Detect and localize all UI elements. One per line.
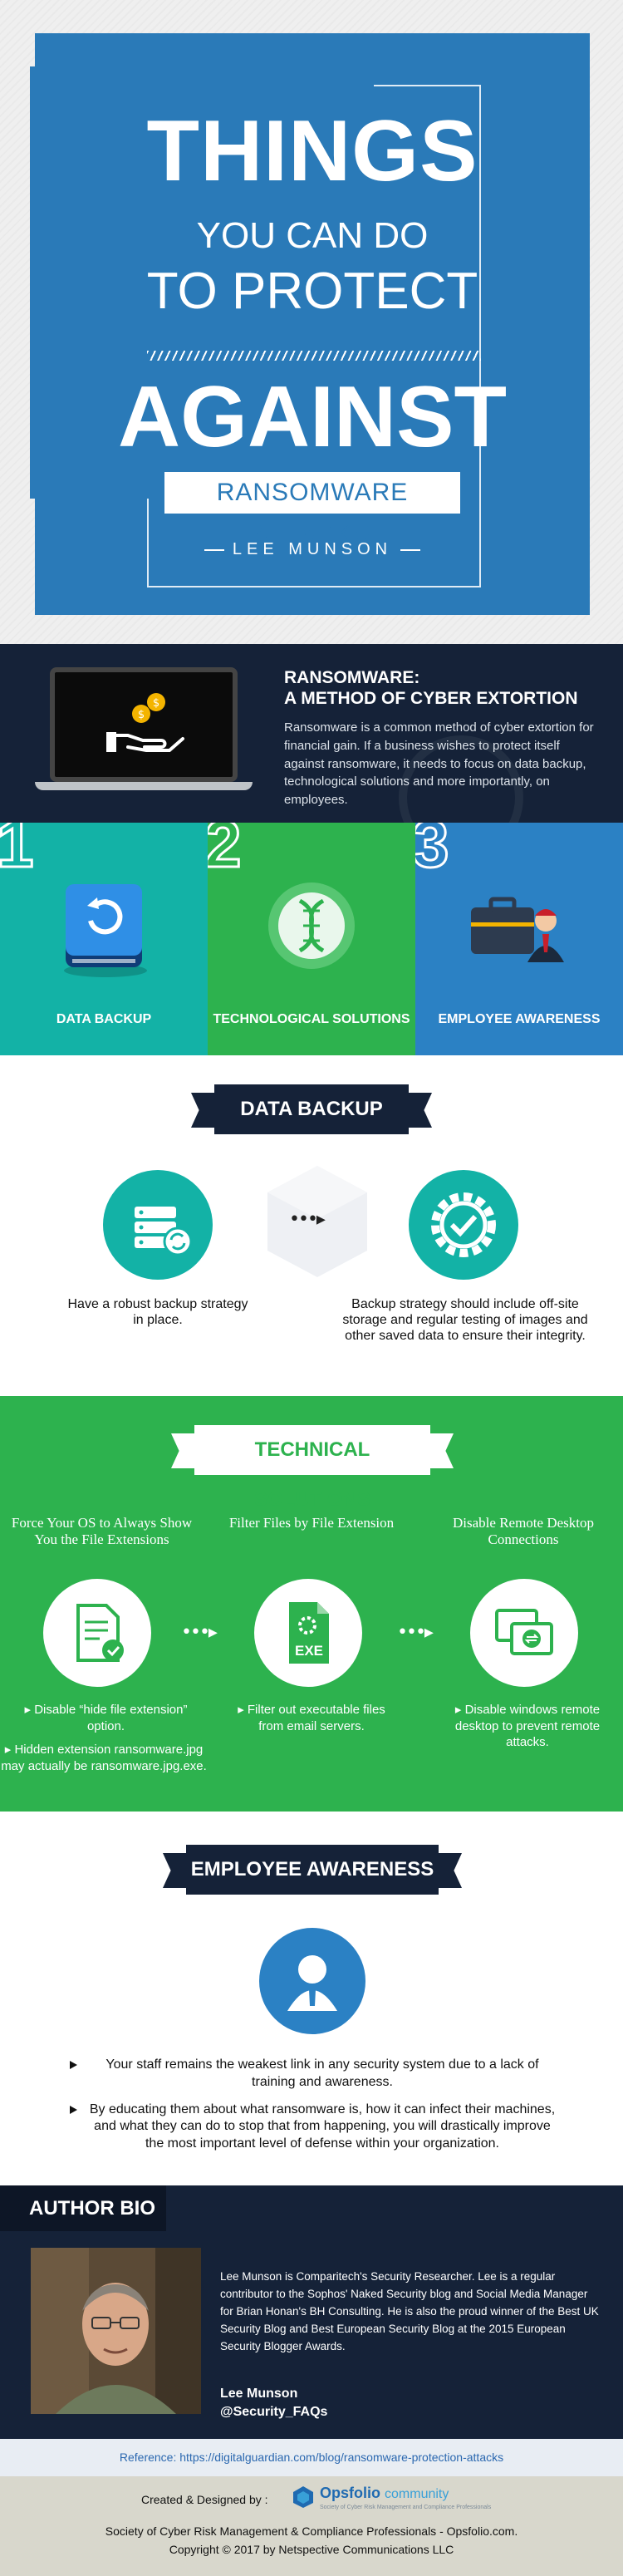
tech-bullet-2: ▸ Filter out executable files from email… — [238, 1703, 385, 1733]
title-things: THINGS — [146, 103, 478, 199]
exe-file-icon: EXE — [254, 1579, 362, 1687]
society-line: Society of Cyber Risk Management & Compl… — [105, 2524, 518, 2538]
tech-bullet-1a: ▸ Disable “hide file extension” option. — [24, 1703, 188, 1733]
title-panel: THINGS YOU CAN DO TO PROTECT AGAINST RAN… — [30, 33, 590, 615]
copyright: Copyright © 2017 by Netspective Communic… — [169, 2543, 454, 2556]
reference-link[interactable]: Reference: https://digitalguardian.com/b… — [0, 2439, 623, 2476]
dots-arrow-icon: •••▸ — [181, 1622, 218, 1643]
footer: Created & Designed by : Opsfolio communi… — [0, 2476, 623, 2576]
data-backup-left-text: Have a robust backup strategy in place. — [67, 1297, 248, 1328]
tech-banner: TECHNICAL SOLUTIONS — [171, 1425, 454, 1511]
server-sync-icon — [103, 1170, 213, 1280]
svg-text:EXE: EXE — [295, 1643, 323, 1659]
hard-drive-icon — [64, 884, 147, 977]
author-bio-section: AUTHOR BIO Lee Munson is Comparitech's S… — [0, 2185, 623, 2439]
intro-body: Ransomware is a common method of cyber e… — [284, 720, 594, 807]
title-header: THINGS YOU CAN DO TO PROTECT AGAINST RAN… — [0, 0, 623, 644]
hand-coins-icon: $ $ — [106, 693, 184, 752]
data-backup-section: DATA BACKUP •••▸ Have a robust backup st… — [0, 1055, 623, 1396]
intro-title: RANSOMWARE:A METHOD OF CYBER EXTORTION — [284, 668, 578, 709]
title-author: LEE MUNSON — [35, 540, 590, 559]
author-photo — [31, 2248, 201, 2414]
title-ransomware-band: RANSOMWARE ATTACKS — [164, 472, 460, 548]
employee-bullets: Your staff remains the weakest link in a… — [66, 2057, 557, 2163]
svg-text:$: $ — [153, 697, 159, 710]
pillar-tech-solutions: 2 TECHNOLOGICAL SOLUTIONS — [208, 823, 415, 1055]
gear-check-icon — [409, 1170, 518, 1280]
employee-banner: EMPLOYEE AWARENESS — [163, 1845, 462, 1895]
title-to-protect: TO PROTECT — [146, 263, 478, 320]
created-by-label: Created & Designed by : — [141, 2493, 268, 2506]
cube-watermark-icon — [267, 1166, 367, 1277]
title-against: AGAINST — [118, 369, 507, 465]
author-name: Lee Munson @Security_FAQs — [220, 2385, 327, 2421]
dots-arrow-icon: •••▸ — [289, 1209, 326, 1230]
svg-text:$: $ — [138, 709, 145, 721]
tech-head-2: Filter Files by File Extension — [228, 1515, 395, 1531]
laptop-icon: $ $ — [50, 667, 238, 782]
title-you-can-do: YOU CAN DO — [196, 215, 429, 256]
author-name-text: Lee Munson — [220, 2387, 298, 2401]
hatch-divider — [147, 351, 481, 361]
author-bio-label: AUTHOR BIO — [0, 2185, 166, 2231]
remote-desktop-icon — [470, 1579, 578, 1687]
pillar-label: TECHNOLOGICAL SOLUTIONS — [213, 1012, 410, 1026]
employee-title: EMPLOYEE AWARENESS — [186, 1845, 439, 1895]
tech-title: TECHNICAL SOLUTIONS — [194, 1425, 430, 1511]
briefcase-person-icon — [471, 897, 564, 962]
employee-bullet-1: Your staff remains the weakest link in a… — [66, 2057, 557, 2092]
pillar-number: 3 — [415, 823, 450, 881]
tech-head-1: Force Your OS to Always Show You the Fil… — [11, 1515, 193, 1548]
opsfolio-logo-icon — [293, 2486, 313, 2508]
pillars: 1 DATA BACKUP 2 TECHNOLOGICAL SOLUTIONS … — [0, 823, 623, 1055]
employee-bullet-2: By educating them about what ransomware … — [66, 2102, 557, 2153]
employee-person-icon — [259, 1928, 365, 2034]
intro-section: $ $ RANSOMWARE:A METHOD OF CYBER EXTORTI… — [0, 644, 623, 823]
author-handle[interactable]: @Security_FAQs — [220, 2404, 328, 2419]
author-bio-text: Lee Munson is Comparitech's Security Res… — [220, 2270, 599, 2352]
pillar-number: 2 — [208, 823, 243, 881]
tech-bullet-1b: ▸ Hidden extension ransomware.jpg may ac… — [1, 1743, 207, 1773]
pillar-data-backup: 1 DATA BACKUP — [0, 823, 208, 1055]
data-backup-banner: DATA BACKUP — [191, 1084, 432, 1134]
document-check-icon — [43, 1579, 151, 1687]
tech-solutions-section: TECHNICAL SOLUTIONS Force Your OS to Alw… — [0, 1396, 623, 1812]
tech-head-3: Disable Remote Desktop Connections — [453, 1515, 594, 1548]
pillar-number: 1 — [0, 823, 35, 881]
opsfolio-logo[interactable]: Opsfolio community — [320, 2485, 449, 2501]
data-backup-right-text: Backup strategy should include off-site … — [342, 1297, 588, 1344]
employee-awareness-section: EMPLOYEE AWARENESS Your staff remains th… — [0, 1812, 623, 2185]
data-backup-title: DATA BACKUP — [214, 1084, 409, 1134]
pillar-employee-awareness: 3 EMPLOYEE AWARENESS — [415, 823, 623, 1055]
opsfolio-tagline: Society of Cyber Risk Management and Com… — [320, 2505, 492, 2510]
pillar-label: EMPLOYEE AWARENESS — [438, 1012, 601, 1026]
title-author-name: LEE MUNSON — [232, 540, 393, 558]
dna-icon — [268, 882, 355, 969]
dots-arrow-icon: •••▸ — [397, 1622, 434, 1643]
pillar-label: DATA BACKUP — [56, 1012, 152, 1026]
tech-bullet-3: ▸ Disable windows remote desktop to prev… — [454, 1703, 601, 1749]
